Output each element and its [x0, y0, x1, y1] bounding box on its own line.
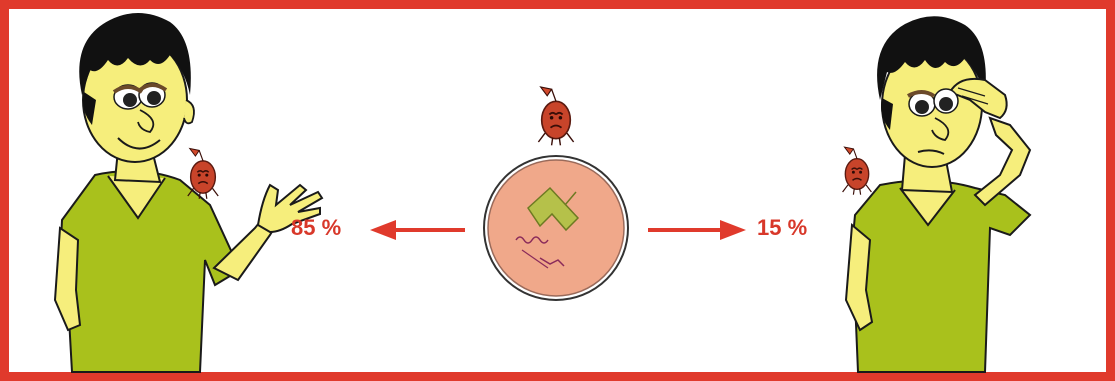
right-percent-label: 15 % — [757, 215, 807, 241]
left-percent-label: 85 % — [291, 215, 341, 241]
bug-icon-center — [538, 87, 573, 145]
bug-icon-right — [843, 147, 872, 195]
arrow-left-icon — [370, 220, 465, 240]
cell-circle-icon — [484, 156, 628, 300]
arrow-right-icon — [648, 220, 746, 240]
happy-person-figure — [55, 13, 322, 372]
confused-person-figure — [846, 16, 1030, 372]
